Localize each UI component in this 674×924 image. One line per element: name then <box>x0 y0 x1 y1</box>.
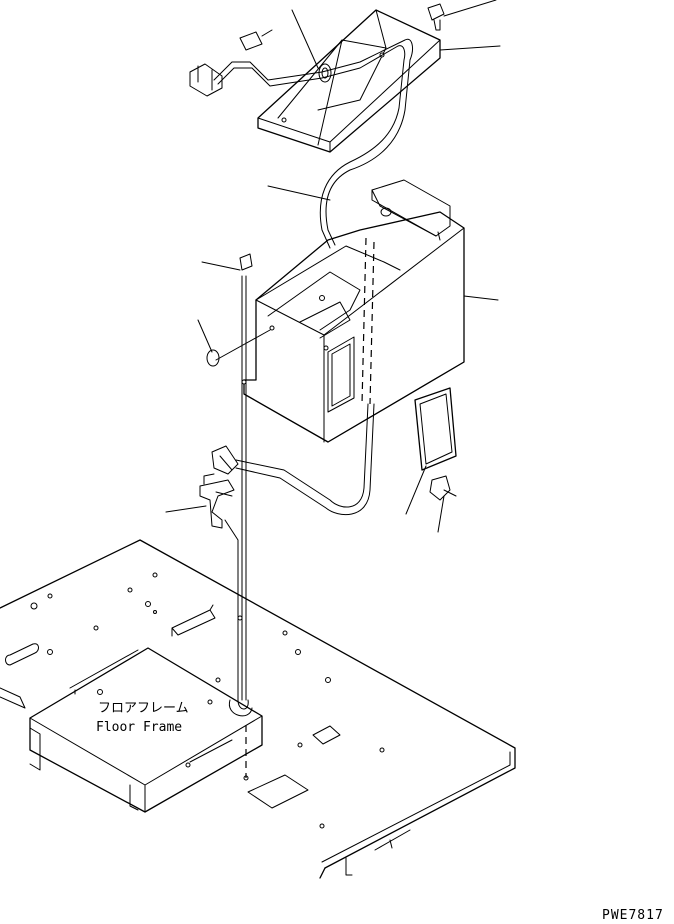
floor-frame-label-en: Floor Frame <box>96 720 182 735</box>
ground-cable <box>224 275 253 778</box>
floor-frame <box>0 539 516 879</box>
harness-bracket <box>189 3 445 249</box>
drawing-code: PWE7817 <box>602 908 664 923</box>
leader-lines <box>165 0 501 533</box>
electrical-box <box>241 179 465 471</box>
lower-cable <box>199 253 457 529</box>
floor-frame-label-ja: フロアフレーム <box>98 701 189 716</box>
